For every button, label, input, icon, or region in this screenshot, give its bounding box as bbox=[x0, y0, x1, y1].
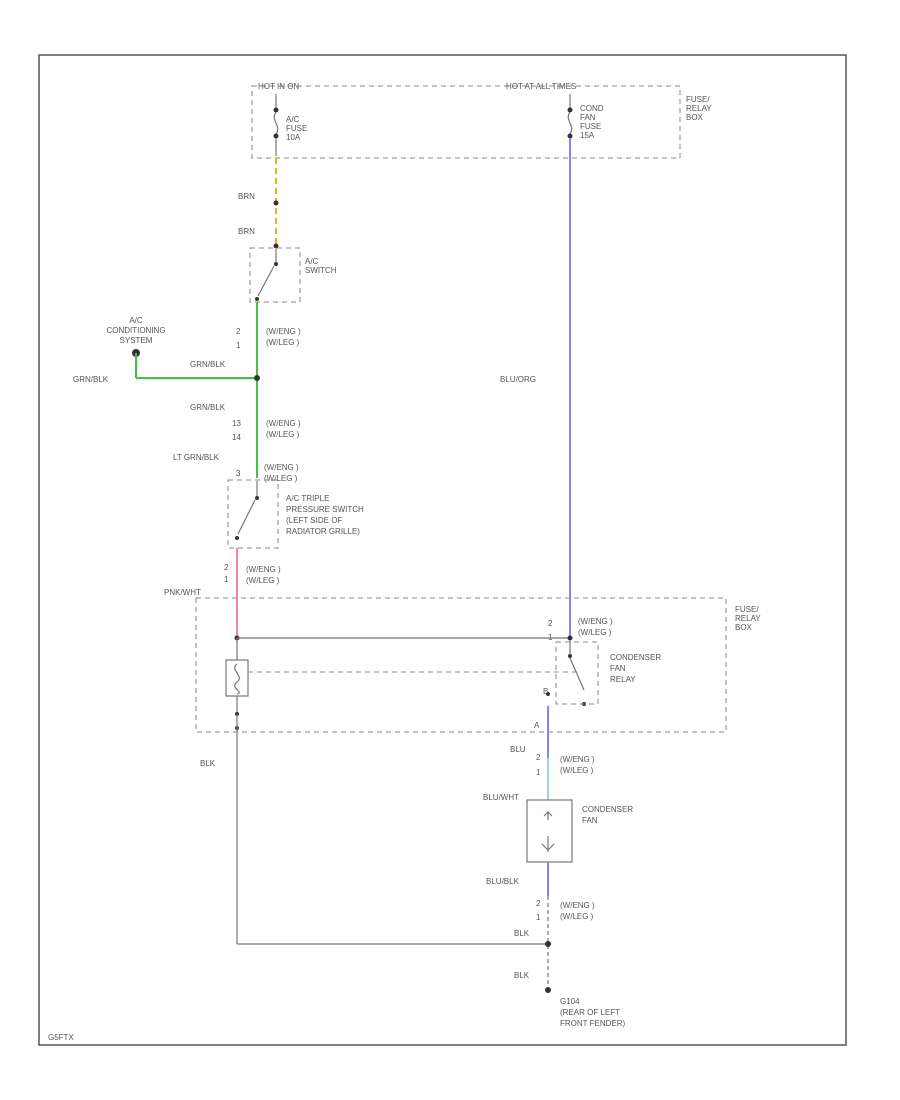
pin-1d: 1 bbox=[536, 768, 541, 777]
pin-14: 14 bbox=[232, 433, 241, 442]
pin-3: 3 bbox=[236, 469, 241, 478]
connector-6-label: (W/ENG )(W/LEG ) bbox=[560, 755, 595, 775]
connector-2: 13 14 (W/ENG )(W/LEG ) LT GRN/BLK bbox=[173, 419, 301, 462]
grn-blk-label-1: GRN/BLK bbox=[190, 360, 226, 369]
blu-blk-label: BLU/BLK bbox=[486, 877, 520, 886]
blk-label-2: BLK bbox=[514, 971, 530, 980]
pin-2c: 2 bbox=[224, 563, 229, 572]
pin-1a: 1 bbox=[236, 341, 241, 350]
pin-2d: 2 bbox=[536, 753, 541, 762]
pin-1c: 1 bbox=[224, 575, 229, 584]
pin-2e: 2 bbox=[536, 899, 541, 908]
connector-3-label: (W/ENG )(W/LEG ) bbox=[264, 463, 299, 483]
relay-coil bbox=[225, 635, 573, 716]
blk-ground-wire: BLK bbox=[200, 714, 548, 945]
pnk-wht-label: PNK/WHT bbox=[164, 588, 201, 597]
connector-7-label: (W/ENG )(W/LEG ) bbox=[560, 901, 595, 921]
pnk-wht-wire: 2 1 (W/ENG )(W/LEG ) PNK/WHT bbox=[164, 548, 281, 636]
blu-blk-wire: BLU/BLK 2 1 (W/ENG )(W/LEG ) BLK BLK bbox=[486, 862, 595, 993]
blu-org-wire: BLU/ORG bbox=[500, 138, 571, 636]
connector-2-label: (W/ENG )(W/LEG ) bbox=[266, 419, 301, 439]
pin-2a: 2 bbox=[236, 327, 241, 336]
pin-a: A bbox=[534, 721, 540, 730]
pin-13: 13 bbox=[232, 419, 241, 428]
brn-wire: BRN BRN bbox=[238, 158, 279, 249]
diagram-code: G5FTX bbox=[48, 1033, 74, 1042]
diagram-frame bbox=[38, 54, 847, 1046]
connector-1-label: (W/ENG )(W/LEG ) bbox=[266, 327, 301, 347]
brn-bottom-label: BRN bbox=[238, 227, 255, 236]
pin-b: B bbox=[543, 687, 548, 696]
pin-1e: 1 bbox=[536, 913, 541, 922]
lt-grn-blk-label: LT GRN/BLK bbox=[173, 453, 220, 462]
connector-5-label: (W/ENG )(W/LEG ) bbox=[578, 617, 613, 637]
blu-short-label: BLU bbox=[510, 745, 526, 754]
brn-top-label: BRN bbox=[238, 192, 255, 201]
connector-1: 2 1 (W/ENG )(W/LEG ) bbox=[236, 327, 301, 350]
connector-4-label: (W/ENG )(W/LEG ) bbox=[246, 565, 281, 585]
blk-label-1: BLK bbox=[514, 929, 530, 938]
fan-feed-wire: BLU 2 1 (W/ENG )(W/LEG ) BLU/WHT bbox=[483, 706, 595, 802]
blk-left-label: BLK bbox=[200, 759, 216, 768]
blu-org-label: BLU/ORG bbox=[500, 375, 536, 384]
grn-blk-label-3: GRN/BLK bbox=[190, 403, 226, 412]
blu-wht-label: BLU/WHT bbox=[483, 793, 519, 802]
pin-2b: 2 bbox=[548, 619, 553, 628]
connector-3: 3 (W/ENG )(W/LEG ) bbox=[236, 463, 299, 483]
hot-in-on-label: HOT IN ON bbox=[258, 82, 299, 91]
hot-at-all-times-label: HOT AT ALL TIMES bbox=[506, 82, 576, 91]
grn-blk-label-2: GRN/BLK bbox=[73, 375, 109, 384]
